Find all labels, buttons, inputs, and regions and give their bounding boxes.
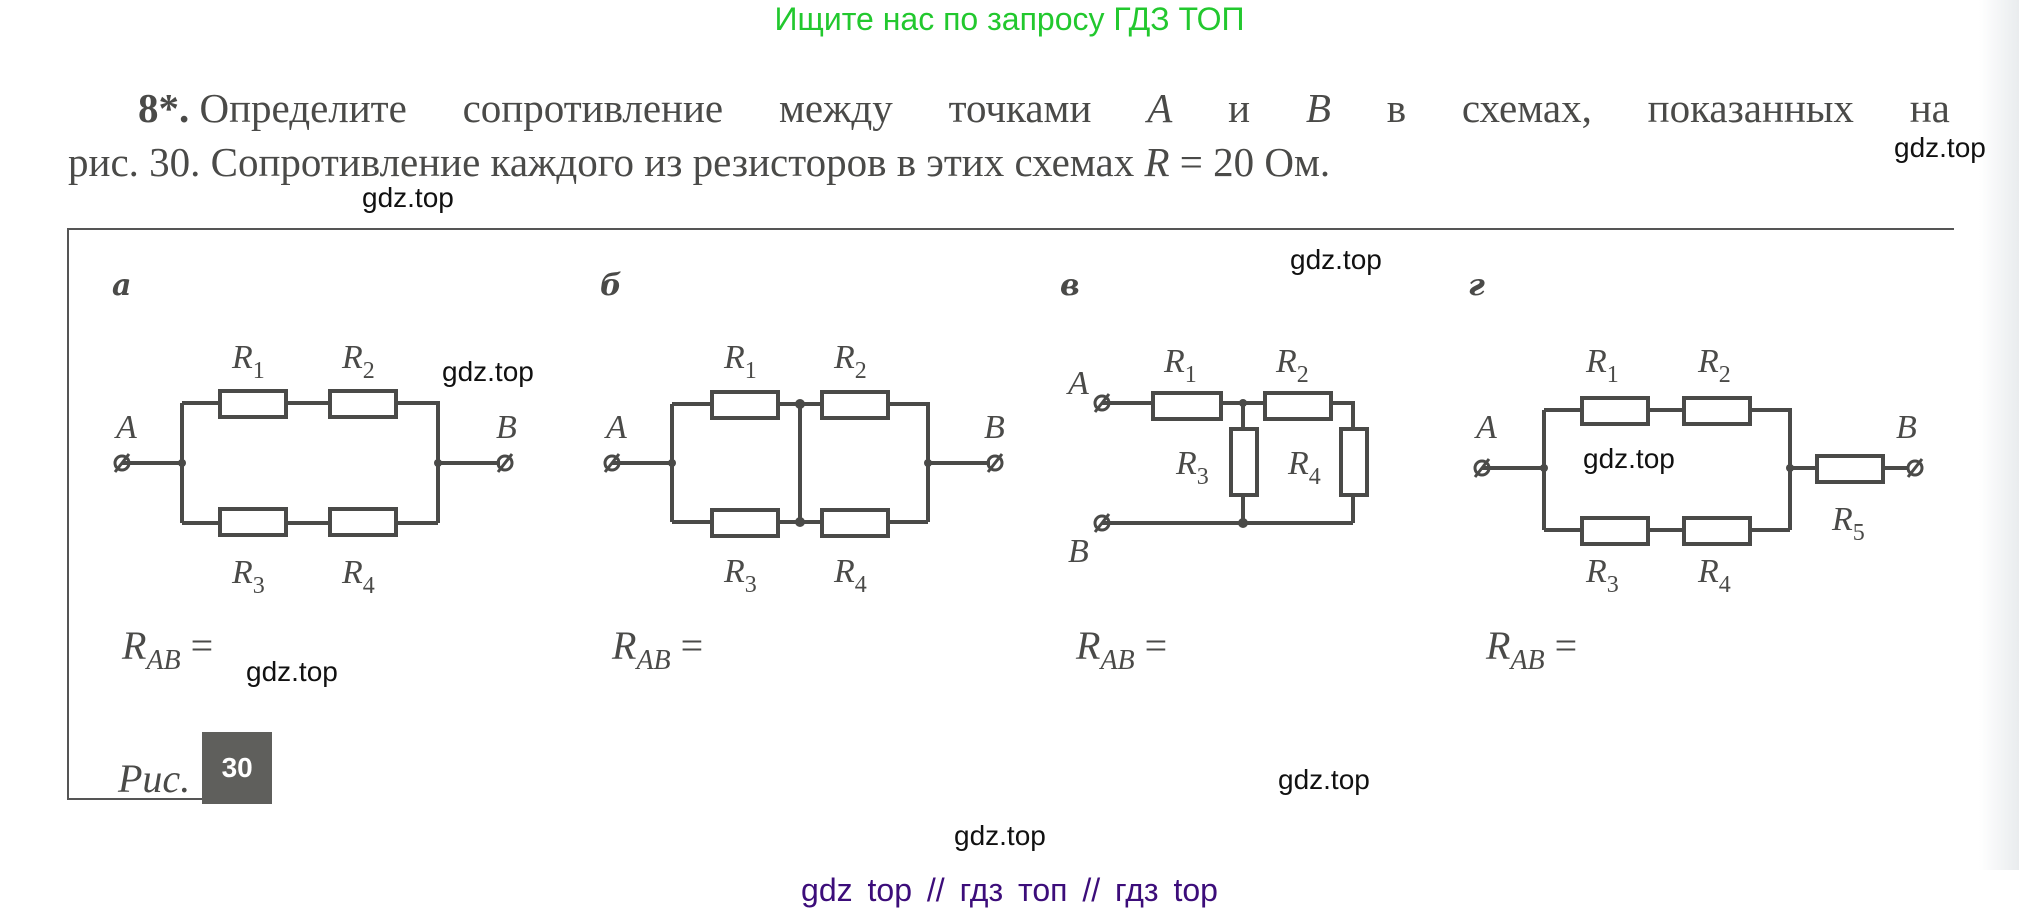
svg-text:B: B	[496, 409, 517, 446]
svg-text:R3: R3	[723, 553, 757, 598]
svg-text:A: A	[604, 409, 627, 446]
problem-line-1: 8*. Определите сопротивление между точка…	[138, 85, 1950, 131]
svg-text:R2: R2	[833, 339, 867, 384]
svg-text:R2: R2	[1275, 343, 1309, 388]
circuit-v-label: в	[1060, 268, 1080, 303]
watermark: gdz.top	[442, 356, 534, 387]
terminal-b-icon	[1906, 458, 1924, 478]
svg-text:R4: R4	[1697, 553, 1731, 598]
svg-text:A: A	[1474, 409, 1497, 446]
search-banner: Ищите нас по запросу ГДЗ ТОП	[774, 1, 1245, 37]
svg-text:R2: R2	[1697, 343, 1731, 388]
terminal-a-icon	[603, 453, 621, 473]
circuit-a-label: а	[112, 268, 132, 303]
watermark: gdz.top	[954, 820, 1046, 851]
svg-text:R5: R5	[1831, 501, 1865, 546]
figure-caption: Рис. 30	[118, 732, 273, 804]
circuit-b-diagram: A B R1 R2 R3 R4	[603, 339, 1005, 598]
watermark: gdz.top	[1290, 244, 1382, 275]
terminal-b-icon	[1093, 513, 1111, 533]
circuit-b-answer: RAB =	[612, 623, 704, 676]
problem-line-2: рис. 30. Сопротивление каждого из резист…	[68, 139, 1331, 185]
watermark: gdz.top	[362, 182, 454, 213]
circuit-a-diagram: A B R1 R2 R3 R4	[113, 339, 517, 599]
svg-text:R1: R1	[231, 339, 265, 384]
watermark: gdz.top	[1278, 764, 1370, 795]
problem-number: 8*.	[138, 85, 190, 131]
svg-text:A: A	[1066, 365, 1089, 402]
figure-number-badge: 30	[202, 732, 273, 804]
svg-text:B: B	[1068, 533, 1089, 570]
figure-frame	[67, 228, 1954, 800]
svg-text:R3: R3	[1175, 445, 1209, 490]
watermark: gdz.top	[246, 656, 338, 687]
svg-text:B: B	[984, 409, 1005, 446]
figure-bottom-rule	[67, 798, 207, 800]
circuit-b-label: б	[600, 268, 622, 303]
page-edge-shadow	[1979, 0, 2019, 870]
svg-text:R4: R4	[341, 554, 375, 599]
svg-text:R2: R2	[341, 339, 375, 384]
figure-caption-prefix: Рис.	[118, 755, 191, 801]
svg-text:R1: R1	[723, 339, 757, 384]
svg-text:R4: R4	[1287, 445, 1321, 490]
circuit-g-diagram: A B R1 R2 R3 R4 R5	[1473, 343, 1924, 598]
svg-text:R4: R4	[833, 553, 867, 598]
footer-watermark: gdz top // гдз топ // гдз top	[801, 872, 1218, 908]
terminal-b-icon	[986, 453, 1004, 473]
circuit-g-answer: RAB =	[1486, 623, 1578, 676]
terminal-a-icon	[113, 453, 131, 473]
circuit-v-diagram: A B R1 R2 R3 R4	[1066, 343, 1369, 570]
terminal-a-icon	[1473, 458, 1491, 478]
svg-text:A: A	[114, 409, 137, 446]
svg-text:R1: R1	[1585, 343, 1619, 388]
watermark: gdz.top	[1583, 443, 1675, 474]
circuit-v-answer: RAB =	[1076, 623, 1168, 676]
terminal-a-icon	[1093, 393, 1111, 413]
problem-statement: 8*. Определите сопротивление между точка…	[68, 82, 1950, 188]
svg-text:R3: R3	[231, 554, 265, 599]
svg-text:R3: R3	[1585, 553, 1619, 598]
circuit-g-label: г	[1468, 268, 1485, 303]
circuit-a-answer: RAB =	[122, 623, 214, 676]
terminal-b-icon	[496, 453, 514, 473]
svg-text:R1: R1	[1163, 343, 1197, 388]
watermark: gdz.top	[1894, 132, 1986, 163]
svg-text:B: B	[1896, 409, 1917, 446]
